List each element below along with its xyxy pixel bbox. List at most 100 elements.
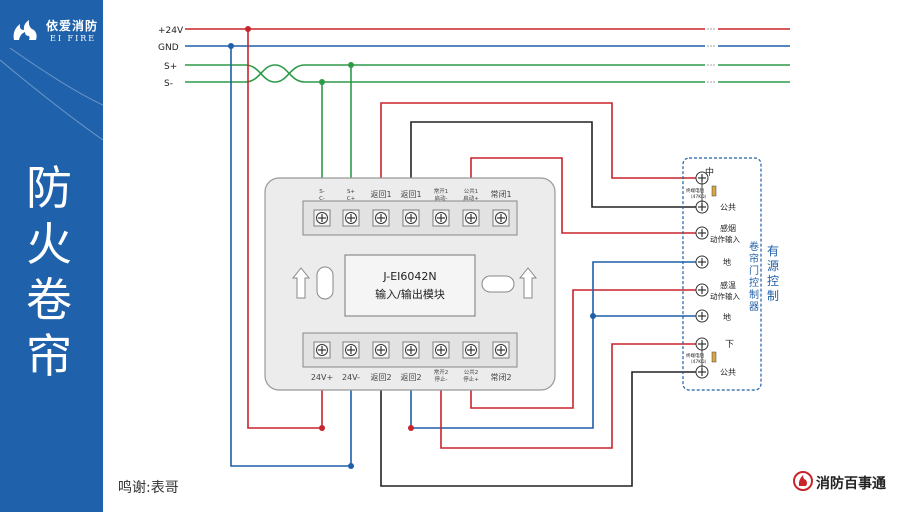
top-terminals — [313, 209, 510, 227]
controller-subtitle-char: 帘 — [749, 252, 759, 265]
resistor-note: （47KΩ） — [688, 359, 709, 365]
terminal-screw-icon — [342, 341, 360, 359]
controller-subtitle-char: 控 — [749, 276, 759, 289]
title-char: 卷 — [26, 273, 72, 327]
top-terminal-label: 常开1 — [434, 187, 449, 195]
terminal-label: 感烟 — [720, 223, 736, 233]
controller-subtitle-char: 制 — [749, 288, 759, 301]
flame-badge-icon — [793, 471, 813, 491]
top-terminal-label: C+ — [347, 196, 356, 202]
controller-terminals — [695, 171, 709, 379]
terminal-screw-icon — [695, 337, 709, 351]
mounting-arrow-up-icon — [291, 267, 311, 299]
resistor-note: 终端电阻 — [686, 187, 704, 194]
resistor-note: 终端电阻 — [686, 352, 704, 359]
resistor-icon — [701, 346, 717, 372]
terminal-screw-icon — [313, 341, 331, 359]
top-terminal-label: 启动- — [435, 194, 448, 202]
terminal-screw-icon — [462, 341, 480, 359]
controller-box — [682, 157, 762, 391]
top-terminal-label: S+ — [347, 189, 355, 195]
bus-line-s-plus — [185, 64, 705, 83]
terminal-label: 下 — [725, 340, 734, 350]
bottom-terminal-label: 停止- — [435, 375, 448, 383]
bottom-terminal-label: 常闭2 — [490, 373, 511, 382]
module-model: J-EI6042N — [382, 270, 436, 283]
bottom-terminal-label: 公共2 — [464, 368, 479, 376]
terminal-screw-icon — [342, 209, 360, 227]
mounting-slot — [481, 275, 515, 293]
terminal-label: 动作输入 — [710, 234, 740, 244]
bus-lines — [185, 28, 790, 83]
top-terminal-label: S- — [319, 189, 324, 195]
top-terminal-label: 常闭1 — [490, 190, 511, 199]
sidebar-arc-decoration — [0, 47, 103, 141]
terminal-label: 公共 — [720, 368, 736, 377]
bus-label-s-plus: S+ — [164, 62, 177, 72]
resistor-note: （47KΩ） — [688, 194, 709, 200]
terminal-screw-icon — [432, 209, 450, 227]
controller-title-char: 控 — [767, 274, 779, 288]
terminal-label: 地 — [723, 312, 731, 322]
controller-title-char: 制 — [767, 289, 779, 303]
module-name: 输入/输出模块 — [375, 287, 445, 301]
title-char: 帘 — [26, 329, 72, 383]
controller-subtitle-char: 门 — [749, 264, 759, 277]
brand-english: EI FIRE — [50, 34, 97, 43]
terminal-screw-icon — [695, 283, 709, 297]
bottom-terminal-label: 常开2 — [434, 368, 449, 376]
footer-logo-text: 消防百事通 — [816, 476, 886, 492]
bottom-terminal-label: 停止+ — [463, 375, 479, 383]
bottom-terminals — [313, 341, 510, 359]
controller-subtitle-char: 器 — [749, 301, 759, 313]
bus-label-24v: +24V — [158, 26, 184, 36]
bottom-terminal-label: 返回2 — [370, 373, 391, 382]
terminal-screw-icon — [313, 209, 331, 227]
terminal-screw-icon — [462, 209, 480, 227]
terminal-label: 公共 — [720, 203, 736, 212]
controller-title-char: 有 — [767, 244, 779, 258]
module-nameplate — [344, 254, 476, 317]
terminal-screw-icon — [372, 209, 390, 227]
terminal-screw-icon — [492, 209, 510, 227]
title-char: 防 — [26, 161, 72, 215]
controller-subtitle-char: 卷 — [749, 240, 759, 253]
terminal-screw-icon — [432, 341, 450, 359]
top-terminal-label: 启动+ — [463, 194, 479, 202]
terminal-screw-icon — [402, 341, 420, 359]
terminal-screw-icon — [695, 309, 709, 323]
mounting-arrow-up-icon — [518, 267, 538, 299]
junction-dots — [228, 26, 596, 469]
io-module: J-EI6042N 输入/输出模块 — [264, 177, 556, 391]
bottom-terminal-label: 24V+ — [311, 373, 333, 382]
resistor-icon — [701, 180, 717, 207]
credit-text: 鸣谢:表哥 — [118, 480, 179, 496]
terminal-label: 地 — [723, 257, 731, 267]
top-terminal-label: 返回1 — [370, 190, 391, 199]
terminal-screw-icon — [695, 255, 709, 269]
terminal-label: 动作输入 — [710, 291, 740, 301]
terminal-label: 中 — [705, 166, 714, 178]
bus-label-s-minus: S- — [164, 79, 173, 89]
top-terminal-label: C- — [319, 196, 325, 202]
brand-name: 依爱消防 — [46, 19, 99, 33]
footer-logo: 消防百事通 — [790, 470, 900, 494]
mounting-slot — [316, 266, 334, 300]
page-title: 防 火 卷 帘 — [14, 160, 84, 384]
top-terminal-label: 返回1 — [400, 190, 421, 199]
bottom-terminal-label: 返回2 — [400, 373, 421, 382]
title-char: 火 — [26, 217, 72, 271]
brand-logo: 依爱消防 EI FIRE — [8, 14, 103, 48]
top-terminal-label: 公共1 — [464, 187, 479, 195]
bus-line-s-minus — [185, 64, 705, 83]
flame-logo-icon — [13, 20, 37, 40]
terminal-screw-icon — [402, 209, 420, 227]
terminal-label: 感温 — [720, 280, 736, 290]
terminal-screw-icon — [492, 341, 510, 359]
bottom-terminal-block — [302, 332, 518, 368]
terminal-screw-icon — [372, 341, 390, 359]
